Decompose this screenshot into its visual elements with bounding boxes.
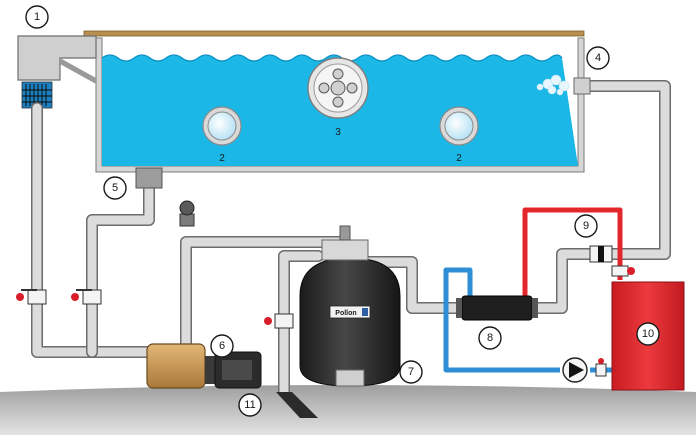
svg-text:6: 6 [219, 340, 225, 352]
pool-deck [83, 30, 585, 37]
svg-text:5: 5 [112, 182, 118, 194]
svg-text:10: 10 [642, 328, 654, 340]
svg-text:2: 2 [219, 153, 225, 164]
callout-9: 9 [574, 214, 598, 238]
pump [146, 343, 262, 389]
pressure-gauge [179, 200, 195, 227]
svg-text:9: 9 [583, 220, 589, 232]
svg-text:2: 2 [456, 153, 462, 164]
cold-water-pipe [443, 267, 560, 373]
drain-outlet [276, 392, 318, 418]
svg-text:3: 3 [335, 127, 341, 138]
svg-text:11: 11 [244, 399, 255, 411]
valve-skimmer[interactable] [16, 289, 47, 305]
callout-11: 11 [238, 393, 262, 417]
heater-circulation-pump [562, 357, 607, 383]
callout-2-right: 2 [456, 153, 462, 164]
main-drain [135, 167, 163, 189]
callout-5: 5 [103, 176, 127, 200]
callout-8: 8 [478, 326, 502, 350]
svg-text:7: 7 [408, 366, 414, 378]
valve-heater-outlet[interactable] [611, 265, 635, 277]
wall-fitting [307, 57, 369, 119]
valve-main-drain[interactable] [71, 289, 102, 305]
filter-brand-label: Pollon [335, 310, 356, 317]
svg-text:8: 8 [487, 332, 493, 344]
callout-7: 7 [399, 360, 423, 384]
pool-light-right [439, 106, 479, 146]
callout-1: 1 [25, 5, 49, 29]
valve-waste[interactable] [264, 313, 294, 329]
ground [0, 385, 696, 435]
sand-filter: Pollon [299, 225, 401, 387]
callout-10: 10 [636, 322, 660, 346]
heat-exchanger [456, 295, 538, 321]
callout-6: 6 [210, 334, 234, 358]
return-inlet [536, 74, 591, 96]
hot-water-pipe [522, 207, 623, 296]
callout-2-left: 2 [219, 153, 225, 164]
svg-text:4: 4 [595, 52, 601, 64]
skimmer [17, 35, 97, 109]
svg-text:1: 1 [34, 11, 40, 23]
valve-heater-return[interactable] [589, 245, 613, 263]
callout-4: 4 [586, 46, 610, 70]
callout-3: 3 [335, 127, 341, 138]
pool-light-left [202, 106, 242, 146]
